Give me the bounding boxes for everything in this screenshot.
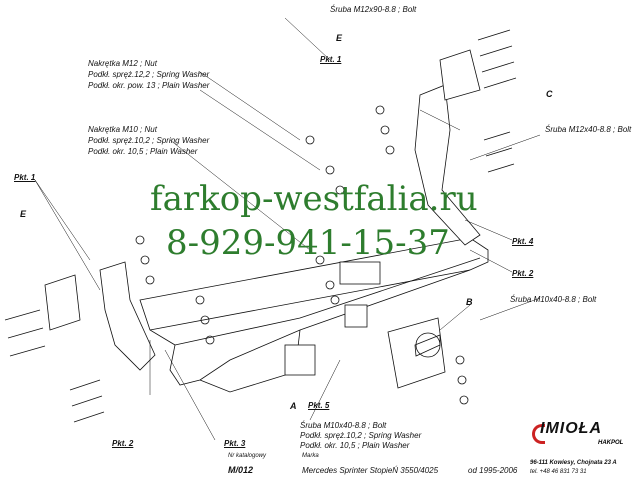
catalog-label: Nr katalogowy: [228, 453, 267, 459]
callout-pkt3: Pkt. 3: [224, 439, 246, 448]
ball-mount-b: [387, 317, 446, 389]
label-nut12: Nakrętka M12 ; Nut: [88, 59, 157, 68]
callout-pkt5: Pkt. 5: [308, 401, 330, 410]
callout-pkt4: Pkt. 4: [512, 237, 534, 246]
catalog-number: M/012: [228, 465, 254, 475]
label-bolt-top: Śruba M12x90-8.8 ; Bolt: [330, 5, 417, 14]
label-nut10: Nakrętka M10 ; Nut: [88, 125, 157, 134]
logo-address: 96-111 Kowiesy, Chojnata 23 A: [530, 460, 617, 466]
label-bolt-m10: Śruba M10x40-8.8 ; Bolt: [510, 295, 597, 304]
label-nut12-plain: Podkł. okr. pow. 13 ; Plain Washer: [88, 81, 210, 90]
model-years: od 1995-2006: [468, 466, 518, 475]
leader-lines: [34, 17, 541, 441]
bolts-upper-right: [477, 29, 517, 173]
watermark-site: farkop-westfalia.ru: [150, 179, 478, 219]
callout-pkt1-left: Pkt. 1: [14, 173, 36, 182]
washers-group: [135, 105, 469, 405]
vehicle-model: Mercedes Sprinter StopieŃ 3550/4025: [302, 466, 439, 475]
logo-phone: tel. +48 46 831 73 31: [530, 469, 587, 475]
logo-name: IMIOŁA: [540, 420, 602, 437]
letter-e-left: E: [20, 209, 27, 219]
letter-c: C: [546, 89, 553, 99]
label-nut10-spring: Podkł. spręż.10,2 ; Spring Washer: [88, 136, 210, 145]
label-bottom-bolt: Śruba M10x40-8.8 ; Bolt: [300, 421, 387, 430]
letter-a: A: [290, 401, 297, 411]
label-nut12-spring: Podkł. spręż.12,2 ; Spring Washer: [88, 70, 210, 79]
watermark-phone: 8-929-941-15-37: [166, 223, 450, 263]
crossbar-a: [139, 237, 489, 393]
logo-mark: [532, 424, 545, 444]
label-bottom-plain: Podkł. okr. 10,5 ; Plain Washer: [300, 441, 410, 450]
label-bottom-spring: Podkł. spręż.10,2 ; Spring Washer: [300, 431, 422, 440]
left-bracket: [44, 261, 156, 371]
callout-pkt2-right: Pkt. 2: [512, 269, 534, 278]
label-nut10-plain: Podkł. okr. 10,5 ; Plain Washer: [88, 147, 198, 156]
letter-e-top: E: [336, 33, 343, 43]
callout-pkt1-top: Pkt. 1: [320, 55, 342, 64]
right-bracket-c: [414, 49, 481, 246]
label-bolt-right: Śruba M12x40-8.8 ; Bolt: [545, 125, 632, 134]
brand-label: Marka: [302, 453, 319, 459]
bolts-left: [4, 309, 105, 423]
callout-pkt2-bottom: Pkt. 2: [112, 439, 134, 448]
letter-b: B: [466, 297, 473, 307]
logo-sub: HAKPOL: [598, 440, 624, 446]
